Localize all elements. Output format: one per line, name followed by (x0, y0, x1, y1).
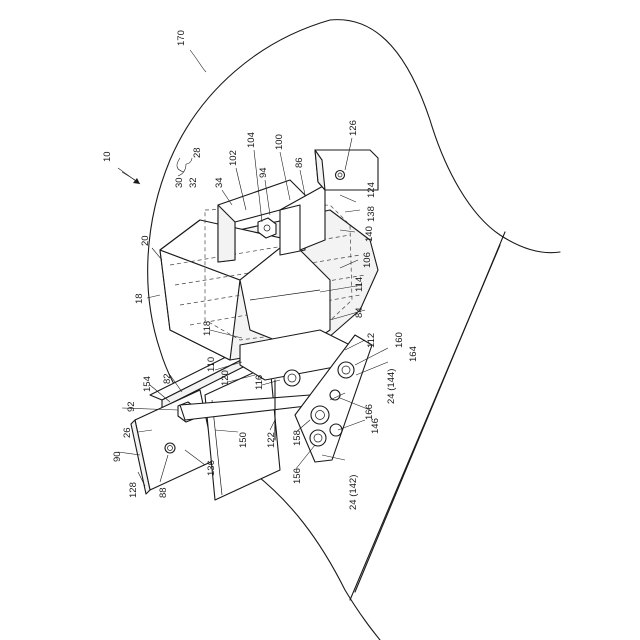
label-90: 90 (112, 451, 123, 462)
roller-116 (284, 370, 300, 386)
terminal-146 (330, 424, 342, 436)
label-102: 102 (228, 150, 239, 166)
label-114: 114 (354, 277, 365, 292)
screw-166 (330, 390, 340, 400)
label-10: 10 (102, 151, 113, 162)
terminal-160 (338, 362, 354, 378)
hole-124 (336, 171, 345, 180)
label-32: 32 (188, 177, 199, 188)
label-128: 128 (128, 482, 139, 498)
label-110: 110 (206, 357, 217, 372)
label-30: 30 (174, 177, 185, 188)
label-170: 170 (176, 30, 187, 46)
label-20: 20 (140, 235, 151, 246)
hole-88 (165, 443, 175, 453)
label-92: 92 (126, 401, 137, 412)
label-94: 94 (258, 167, 269, 178)
label-120: 120 (220, 370, 231, 386)
label-100: 100 (274, 134, 285, 150)
label-86: 86 (294, 157, 305, 168)
label-156: 156 (292, 468, 303, 484)
label-150: 150 (238, 432, 249, 448)
label-140: 140 (364, 226, 375, 242)
label-136: 136 (206, 460, 217, 476)
arrow-10-head (133, 178, 140, 184)
label-84: 84 (354, 307, 365, 318)
label-104: 104 (246, 132, 257, 148)
label-158: 158 (292, 430, 303, 446)
label-34: 34 (214, 177, 225, 188)
label-124: 124 (366, 182, 377, 198)
label-122: 122 (266, 432, 277, 448)
terminal-156 (310, 430, 326, 446)
label-146: 146 (370, 418, 381, 434)
label-154: 154 (142, 376, 153, 392)
label-88: 88 (158, 487, 169, 498)
label-82: 82 (162, 373, 173, 384)
label-126: 126 (348, 120, 359, 136)
label-106: 106 (362, 252, 373, 268)
label-18: 18 (134, 293, 145, 304)
label-28: 28 (192, 147, 203, 158)
label-118: 118 (202, 321, 213, 336)
label-160: 160 (394, 332, 405, 348)
label-24-142: 24 (142) (348, 475, 359, 510)
label-166: 166 (364, 404, 375, 420)
label-138: 138 (366, 206, 377, 222)
label-24-144: 24 (144) (386, 369, 397, 404)
label-112: 112 (366, 333, 377, 348)
brace-28 (178, 158, 192, 176)
label-164: 164 (408, 346, 419, 362)
label-26: 26 (122, 427, 133, 438)
terminal-158 (311, 406, 329, 424)
label-116: 116 (254, 375, 265, 390)
